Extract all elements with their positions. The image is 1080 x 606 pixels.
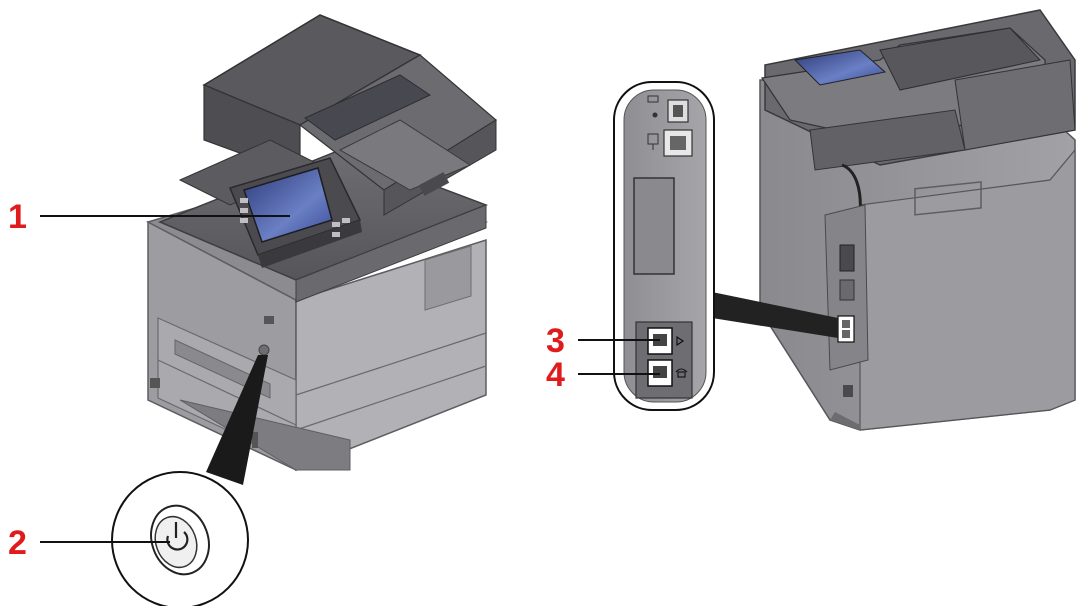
lan-port <box>663 129 693 157</box>
rear-printer <box>759 9 1076 431</box>
callout-number: 2 <box>8 524 27 562</box>
tel-port-icon <box>675 368 688 378</box>
callout-4: 4 <box>546 356 660 394</box>
callout-number: 3 <box>546 322 565 360</box>
usb-port <box>667 99 689 123</box>
callout-1: 1 <box>8 198 290 236</box>
usb-icon <box>647 95 659 103</box>
callout-number: 1 <box>8 198 27 236</box>
line-port-icon <box>676 335 685 347</box>
front-printer <box>146 14 498 472</box>
callout-2: 2 <box>8 524 170 562</box>
callout-number: 4 <box>546 356 565 394</box>
rear-ports-zoom <box>613 81 838 411</box>
callout-3: 3 <box>546 322 660 360</box>
lan-port-icon <box>647 133 659 150</box>
power-switch-zoom <box>111 355 268 606</box>
touch-panel-screen <box>243 167 333 243</box>
